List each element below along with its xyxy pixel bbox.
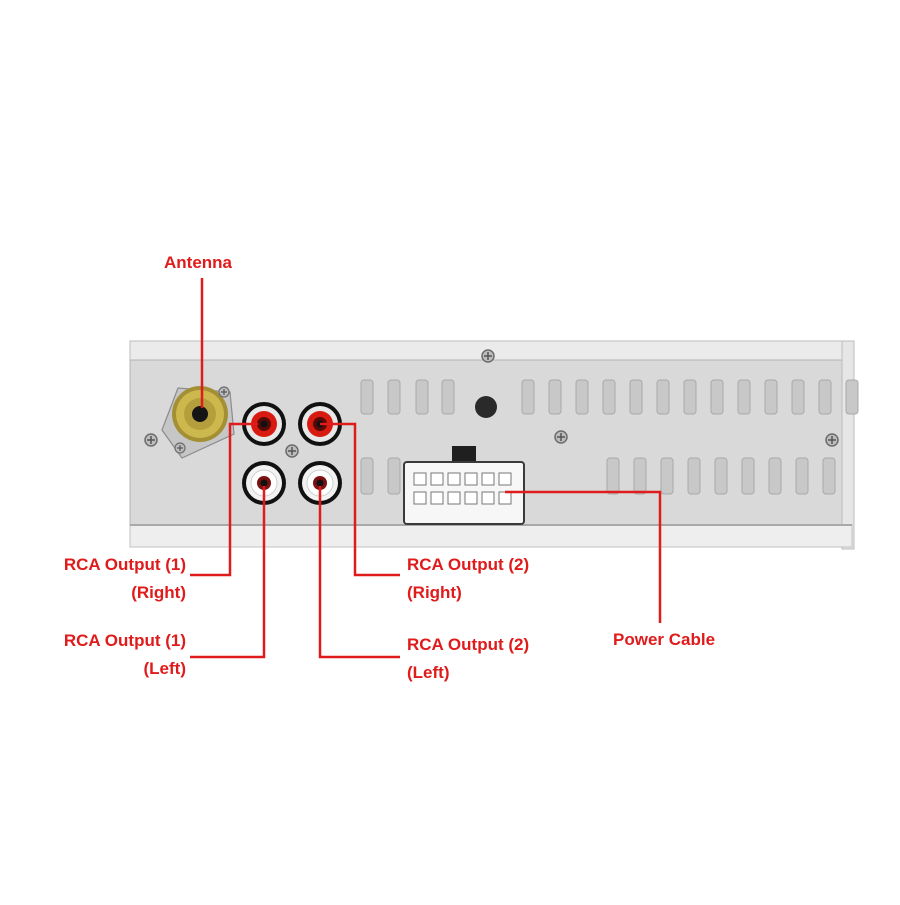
connector-pin: [498, 472, 512, 486]
callout-line-rca1-right: [190, 422, 258, 577]
callout-line-rca2-right: [320, 422, 400, 577]
vent-slots-upper-row: [360, 379, 859, 415]
vent-slot: [360, 457, 374, 495]
connector-pin: [447, 472, 461, 486]
connector-pin: [481, 472, 495, 486]
vent-slot: [741, 457, 755, 495]
vent-slot: [845, 379, 859, 415]
label-power-cable: Power Cable: [613, 629, 715, 651]
vent-slot: [656, 379, 670, 415]
rca-jack-icon: [298, 461, 342, 505]
vent-slot: [822, 457, 836, 495]
label-rca1-left: RCA Output (1) (Left): [36, 630, 186, 680]
vent-slot: [795, 457, 809, 495]
rca-jack-icon: [242, 402, 286, 446]
label-rca2-right-line2: (Right): [407, 583, 462, 602]
label-rca2-right-line1: RCA Output (2): [407, 555, 530, 574]
vent-slot: [791, 379, 805, 415]
label-rca2-left-line1: RCA Output (2): [407, 635, 530, 654]
label-rca1-right: RCA Output (1) (Right): [36, 554, 186, 604]
vent-slot: [687, 457, 701, 495]
vent-slot: [548, 379, 562, 415]
label-antenna-text: Antenna: [164, 253, 232, 272]
vent-slots-lower-row: [360, 457, 836, 495]
connector-pin: [413, 491, 427, 505]
screw-icon: [285, 444, 299, 458]
label-rca2-left: RCA Output (2) (Left): [407, 634, 529, 684]
vent-slot: [710, 379, 724, 415]
vent-slot: [602, 379, 616, 415]
antenna-socket-icon: [161, 386, 235, 459]
label-rca1-left-line2: (Left): [143, 659, 186, 678]
label-rca1-right-line2: (Right): [131, 583, 186, 602]
callout-lines: [190, 278, 662, 659]
screw-icon: [825, 433, 839, 447]
vent-slot: [768, 457, 782, 495]
right-edge: [841, 340, 855, 550]
connector-pin: [430, 472, 444, 486]
label-rca2-right: RCA Output (2) (Right): [407, 554, 529, 604]
connector-pin: [430, 491, 444, 505]
vent-slot: [521, 379, 535, 415]
callout-line-power: [505, 490, 662, 623]
vent-slot: [818, 379, 832, 415]
connector-pin: [481, 491, 495, 505]
vent-slot: [764, 379, 778, 415]
label-rca2-left-line2: (Left): [407, 663, 450, 682]
screw-icon: [481, 349, 495, 363]
vent-slot: [387, 457, 401, 495]
vent-slot: [441, 379, 455, 415]
connector-pins: [413, 472, 512, 505]
connector-pin: [447, 491, 461, 505]
callout-line-rca1-left: [190, 486, 266, 659]
mounting-hole: [475, 396, 497, 418]
label-power-cable-text: Power Cable: [613, 630, 716, 649]
callout-line-rca2-left: [318, 486, 400, 659]
vent-slot: [415, 379, 429, 415]
connector-pin: [464, 491, 478, 505]
vent-slot: [660, 457, 674, 495]
vent-slot: [629, 379, 643, 415]
connector-pin: [464, 472, 478, 486]
vent-slot: [633, 457, 647, 495]
connector-pin: [498, 491, 512, 505]
label-antenna: Antenna: [164, 252, 232, 274]
rca-jack-icon: [242, 461, 286, 505]
label-rca1-left-line1: RCA Output (1): [63, 631, 186, 650]
vent-slot: [683, 379, 697, 415]
vent-slot: [714, 457, 728, 495]
connector-pin: [413, 472, 427, 486]
bottom-rail: [129, 524, 853, 548]
vent-slot: [387, 379, 401, 415]
screw-icon: [144, 433, 158, 447]
screw-icon: [554, 430, 568, 444]
vent-slot: [606, 457, 620, 495]
vent-slot: [575, 379, 589, 415]
label-rca1-right-line1: RCA Output (1): [63, 555, 186, 574]
vent-slot: [360, 379, 374, 415]
vent-slot: [737, 379, 751, 415]
